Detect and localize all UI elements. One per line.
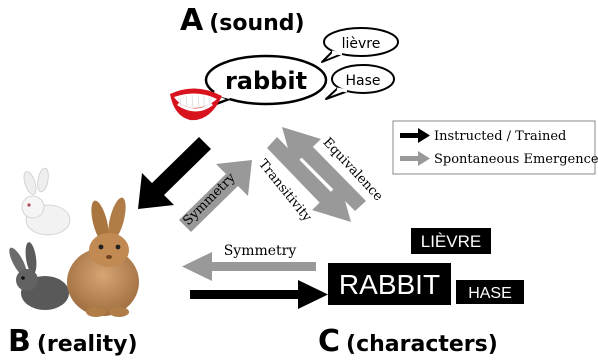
node-b-label: (reality) [37, 332, 138, 357]
speech-bubble-german: Hase [325, 64, 395, 100]
legend: Instructed / Trained Spontaneous Emergen… [392, 120, 598, 175]
legend-emergent-label: Spontaneous Emergence [434, 152, 598, 167]
card-french-text: LIÈVRE [421, 232, 481, 251]
arrow-b-to-c-trained [190, 280, 328, 309]
legend-trained-label: Instructed / Trained [434, 129, 566, 144]
legend-box [392, 120, 596, 175]
node-c-title: C(characters) [318, 324, 498, 359]
legend-emergent-swatch [400, 151, 430, 166]
label-symmetry-bc: Symmetry [224, 243, 297, 259]
card-main: RABBIT [328, 263, 451, 305]
speech-french-word: lièvre [342, 36, 381, 52]
brown-rabbit-icon [67, 197, 139, 317]
card-french: LIÈVRE [411, 228, 491, 254]
legend-trained-swatch [400, 128, 430, 143]
node-b-title: B(reality) [8, 324, 138, 359]
arrow-a-to-b-trained [138, 137, 211, 209]
card-german: HASE [456, 280, 524, 304]
node-a-label: (sound) [209, 11, 304, 36]
arrow-b-to-a-symmetry [179, 160, 252, 232]
gray-rabbit-icon [9, 242, 69, 310]
node-a-letter: A [180, 3, 204, 38]
speech-bubble-french: lièvre [321, 27, 399, 63]
node-c-letter: C [318, 324, 340, 359]
mouth-icon [170, 88, 222, 121]
node-c-label: (characters) [346, 332, 498, 357]
white-rabbit-icon [21, 167, 71, 236]
label-symmetry-ab: Symmetry [180, 170, 239, 229]
speech-main-word: rabbit [225, 67, 307, 95]
speech-german-word: Hase [345, 73, 380, 89]
arrow-c-to-a-equivalence [282, 127, 366, 211]
arrow-c-to-b-symmetry [182, 252, 316, 281]
node-a-title: A(sound) [180, 3, 305, 38]
card-main-text: RABBIT [339, 269, 440, 300]
card-german-text: HASE [468, 285, 512, 302]
node-b-letter: B [8, 324, 31, 359]
